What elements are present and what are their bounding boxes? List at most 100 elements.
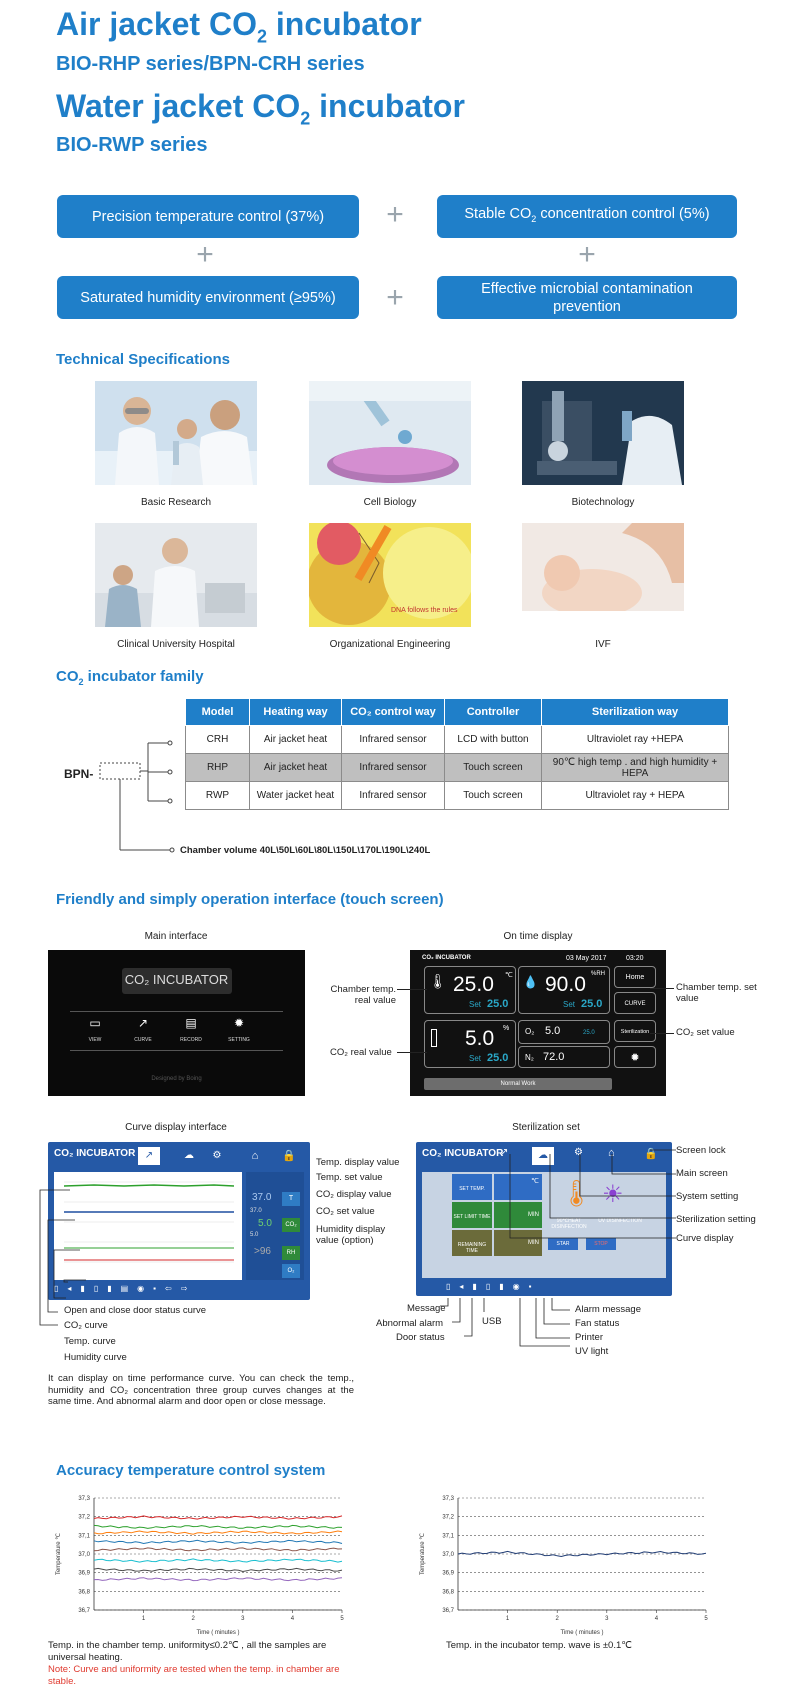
caption-ivf: IVF (595, 639, 611, 650)
remaining-time-tile[interactable]: REMAINING TIME (452, 1230, 492, 1256)
sterilization-button[interactable]: Sterilization (614, 1020, 656, 1042)
annotation-line (397, 989, 427, 990)
x-tick-label: 5 (704, 1616, 708, 1622)
set-temp-tile[interactable]: SET TEMP. (452, 1174, 492, 1200)
label-abnormal-alarm: Abnormal alarm (376, 1318, 444, 1329)
steril-annotation-lines (509, 1149, 676, 1347)
curve-tab-icon[interactable]: ↗ (500, 1147, 509, 1158)
heat-thermometer-icon[interactable]: 🌡 (560, 1178, 594, 1208)
curve-brand: CO₂ INCUBATOR (54, 1148, 136, 1159)
y-axis-label: Temperature ℃ (56, 1533, 62, 1575)
label-chamber-temp-real: Chamber temp. real value (330, 984, 396, 1006)
setting-icon[interactable]: ✹ (233, 1016, 245, 1030)
table-row: CRH Air jacket heat Infrared sensor LCD … (185, 725, 729, 754)
x-axis-label: Time ( minutes ) (196, 1630, 239, 1636)
table-cell: LCD with button (444, 725, 542, 754)
annotation-line (397, 1052, 427, 1053)
y-tick-label: 37,0 (442, 1552, 454, 1558)
table-cell: Water jacket heat (249, 781, 342, 810)
plus-icon: + (196, 238, 214, 271)
uv-sun-icon[interactable]: ☀ (602, 1181, 624, 1208)
x-tick-label: 4 (291, 1616, 295, 1622)
ontime-date: 03 May 2017 (566, 955, 607, 962)
x-tick-label: 2 (556, 1616, 560, 1622)
table-header: CO₂ control way (341, 698, 445, 726)
view-icon[interactable]: ▭ (89, 1016, 101, 1030)
label-door-status: Door status (396, 1332, 445, 1343)
feature-contamination: Effective microbial contamination preven… (437, 276, 737, 319)
stop-button[interactable]: STOP (586, 1238, 616, 1250)
icon-label-curve: CURVE (134, 1037, 152, 1043)
label-screen-lock: Screen lock (676, 1145, 726, 1156)
photo-text: DNA follows the rules (391, 607, 458, 614)
o2-set-value: 25.0 (583, 1030, 595, 1036)
caption-basic-research: Basic Research (140, 497, 212, 508)
home-icon[interactable]: ⌂ (251, 1150, 259, 1162)
temp-display-value: 37.0 (252, 1192, 272, 1203)
temp-badge-icon: T (282, 1192, 300, 1206)
family-connector-lines (99, 740, 175, 853)
curve-annotation-lines (39, 1189, 86, 1326)
home-icon[interactable]: ⌂ (608, 1147, 615, 1159)
feature-temperature: Precision temperature control (37%) (57, 195, 359, 238)
table-header: Heating way (249, 698, 342, 726)
co2-cylinder-icon (431, 1029, 437, 1047)
curve-icon[interactable]: ↗ (137, 1016, 149, 1030)
ontime-brand: CO₂ INCUBATOR (422, 955, 471, 961)
sterilization-tab-icon[interactable]: ☁ (184, 1150, 194, 1161)
table-header: Sterilization way (541, 698, 729, 726)
temp-value: 25.0 (453, 973, 494, 996)
table-cell: Infrared sensor (341, 725, 445, 754)
subtitle-air-jacket: BIO-RHP series/BPN-CRH series (56, 53, 365, 75)
curve-tab-icon[interactable]: ↗ (138, 1147, 160, 1165)
table-cell: Touch screen (444, 753, 542, 782)
settings-gear-icon[interactable]: ✹ (614, 1046, 656, 1068)
label-humidity-display: Humidity display value (option) (316, 1224, 386, 1246)
x-tick-label: 5 (340, 1616, 344, 1622)
record-icon[interactable]: ▤ (185, 1016, 197, 1030)
uv-disinfection-label: UV DISINFECTION (598, 1218, 642, 1224)
rh-badge-icon: RH (282, 1246, 300, 1260)
series-line (93, 1577, 343, 1582)
temp-unit-tile: ℃ (494, 1174, 542, 1200)
system-setting-icon[interactable]: ⚙ (212, 1150, 222, 1161)
remaining-min-tile: MIN (494, 1230, 542, 1256)
lock-icon[interactable]: 🔒 (282, 1150, 296, 1162)
thermometer-icon: 🌡 (429, 973, 447, 989)
photo-biotechnology (522, 381, 684, 485)
y-tick-label: 37,3 (78, 1496, 90, 1502)
sterilization-screen: CO₂ INCUBATOR ↗ ☁ ⚙ ⌂ 🔒 SET TEMP. SET LI… (416, 1142, 672, 1296)
n2-label: N₂ (525, 1053, 534, 1062)
co2-box: 5.0 % Set 25.0 (424, 1020, 516, 1068)
icon-label-setting: SETTING (228, 1037, 250, 1043)
curve-description: It can display on time performance curve… (48, 1373, 354, 1407)
label-main-screen: Main screen (676, 1168, 728, 1179)
label-co2-set: CO₂ set value (676, 1027, 735, 1038)
start-button[interactable]: STAR (548, 1238, 578, 1250)
plus-icon: + (386, 198, 404, 231)
photo-organizational-engineering: DNA follows the rules (309, 523, 471, 627)
photo-basic-research (95, 381, 257, 485)
caption-wave: Temp. in the incubator temp. wave is ±0.… (446, 1640, 632, 1651)
co2-display-value: 5.0 (258, 1218, 272, 1229)
label-printer: Printer (575, 1332, 603, 1343)
curve-button[interactable]: CURVE (614, 992, 656, 1014)
o2-value: 5.0 (545, 1025, 561, 1037)
family-table: Model Heating way CO₂ control way Contro… (185, 698, 729, 810)
feature-humidity: Saturated humidity environment (≥95%) (57, 276, 359, 319)
set-limit-time-tile[interactable]: SET LIMIT TIME (452, 1202, 492, 1228)
sterilization-tab-icon[interactable]: ☁ (532, 1147, 554, 1165)
table-cell: Ultraviolet ray + HEPA (541, 781, 729, 810)
lock-icon[interactable]: 🔒 (644, 1148, 658, 1160)
series-line (457, 1550, 707, 1558)
label-usb: USB (482, 1316, 502, 1327)
plus-icon: + (386, 281, 404, 314)
x-tick-label: 3 (241, 1616, 245, 1622)
caption-note: Note: Curve and uniformity are tested wh… (48, 1664, 340, 1687)
main-footer: Designed by Boing (151, 1076, 202, 1082)
home-button[interactable]: Home (614, 966, 656, 988)
system-setting-icon[interactable]: ⚙ (574, 1147, 583, 1158)
hum-set-label: Set (563, 1000, 576, 1009)
series-line (93, 1539, 343, 1545)
